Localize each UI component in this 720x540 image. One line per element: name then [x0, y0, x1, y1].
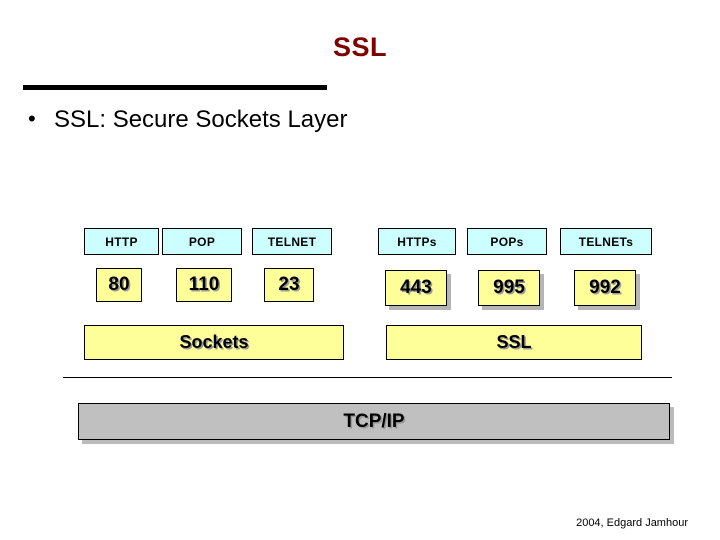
port-box-80: 80 [96, 268, 142, 302]
layer-bar-sockets: Sockets [84, 325, 344, 360]
port-box-110: 110 [176, 268, 232, 302]
layer-bar-tcpip: TCP/IP [78, 403, 670, 440]
protocol-box-http: HTTP [84, 228, 159, 255]
title-underline-rule [23, 85, 327, 90]
bullet-list-item: • SSL: Secure Sockets Layer [28, 106, 347, 135]
layer-bar-ssl: SSL [386, 325, 642, 360]
port-box-443: 443 [385, 270, 447, 306]
page-title: SSL [332, 32, 387, 62]
footer-credit: 2004, Edgard Jamhour [576, 517, 688, 529]
bullet-item-label: SSL: Secure Sockets Layer [54, 106, 348, 133]
port-box-992: 992 [574, 270, 636, 306]
stack-divider-line [63, 377, 672, 378]
port-box-23: 23 [264, 268, 314, 302]
bullet-marker-icon: • [28, 106, 36, 131]
protocol-box-pops: POPs [467, 228, 547, 255]
protocol-box-pop: POP [162, 228, 242, 255]
port-box-995: 995 [478, 270, 540, 306]
protocol-box-telnets: TELNETs [560, 228, 652, 255]
protocol-box-telnet: TELNET [252, 228, 332, 255]
protocol-box-https: HTTPs [378, 228, 456, 255]
